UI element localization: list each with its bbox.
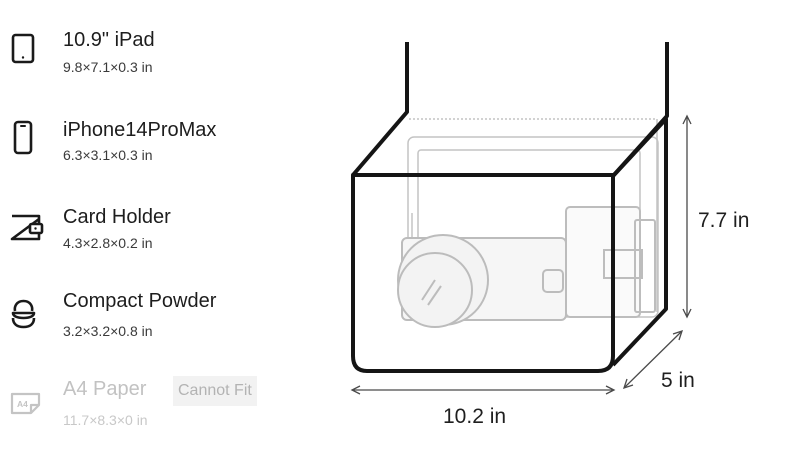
height-label: 7.7 in [698,209,750,232]
item-dimensions: 6.3×3.1×0.3 in [63,147,153,163]
tablet-icon [8,30,44,66]
a4-icon-label: A4 [17,399,28,409]
item-dimensions: 11.7×8.3×0 in [63,412,148,428]
item-a4-paper[interactable]: A4 A4 Paper 11.7×8.3×0 in [0,378,330,438]
bag-illustration: 10.2 in 7.7 in 5 in [330,0,800,455]
item-name: 10.9" iPad [63,29,155,51]
item-dimensions: 4.3×2.8×0.2 in [63,235,153,251]
item-card-holder[interactable]: Card Holder 4.3×2.8×0.2 in [0,206,330,268]
bag-diagram [350,42,692,395]
item-dimensions: 3.2×3.2×0.8 in [63,323,153,339]
item-name: Card Holder [63,206,171,228]
item-ipad[interactable]: 10.9" iPad 9.8×7.1×0.3 in [0,29,330,90]
wallet-icon [8,208,44,244]
width-label: 10.2 in [443,405,507,428]
item-compact-powder[interactable]: Compact Powder 3.2×3.2×0.8 in [0,290,330,354]
item-name: iPhone14ProMax [63,119,217,141]
a4-paper-icon: A4 [8,390,44,426]
item-list: 10.9" iPad 9.8×7.1×0.3 in iPhone14ProMax… [0,0,330,455]
cannot-fit-badge: Cannot Fit [173,376,257,406]
compact-icon [8,294,44,330]
item-name: Compact Powder [63,290,217,312]
depth-label: 5 in [661,369,695,392]
item-name: A4 Paper [63,378,147,400]
item-dimensions: 9.8×7.1×0.3 in [63,59,153,75]
item-iphone[interactable]: iPhone14ProMax 6.3×3.1×0.3 in [0,119,330,179]
phone-icon [8,119,44,155]
